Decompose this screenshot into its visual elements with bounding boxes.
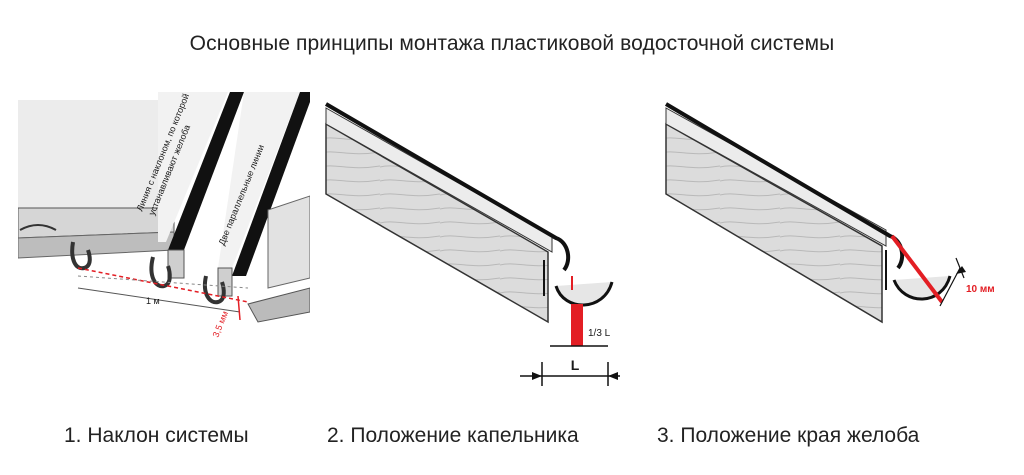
- caption-drip-edge: 2. Положение капельника: [327, 424, 579, 447]
- gutter-profile: [554, 281, 614, 307]
- caption-slope: 1. Наклон системы: [64, 424, 249, 447]
- gutter-piece-corner: [247, 195, 310, 323]
- caption-gutter-edge: 3. Положение края желоба: [657, 424, 920, 447]
- annotation-gap: 10 мм: [966, 284, 995, 295]
- wood-rafter: [665, 122, 883, 324]
- page-title: Основные принципы монтажа пластиковой во…: [189, 32, 835, 55]
- annotation-fraction: 1/3 L: [588, 328, 611, 339]
- annotation-length: L: [571, 357, 580, 373]
- roof-covering: [324, 102, 571, 272]
- drop-marker: [237, 295, 241, 321]
- reference-line: [77, 275, 249, 289]
- annotation-drop: 3,5 мм: [211, 310, 231, 339]
- gap-dimension-line: [939, 267, 961, 307]
- gutter-block-right: [203, 92, 310, 305]
- gutter-block-middle: [149, 92, 244, 289]
- diagram-slope: Линия с наклоном, по которой устанавлива…: [18, 92, 310, 354]
- annotation-distance: 1 м: [146, 296, 160, 306]
- drip-offset-bar: [571, 304, 583, 346]
- roof-extension-line: [890, 234, 944, 304]
- diagram-gutter-edge: 10 мм: [660, 90, 1024, 340]
- wood-rafter: [325, 122, 549, 324]
- slope-line-red: [77, 267, 249, 303]
- gutter-block-left: [18, 100, 175, 271]
- gutter-profile: [892, 275, 952, 301]
- distance-line: [77, 287, 241, 313]
- diagram-drip-edge: 1/3 L L: [320, 90, 630, 390]
